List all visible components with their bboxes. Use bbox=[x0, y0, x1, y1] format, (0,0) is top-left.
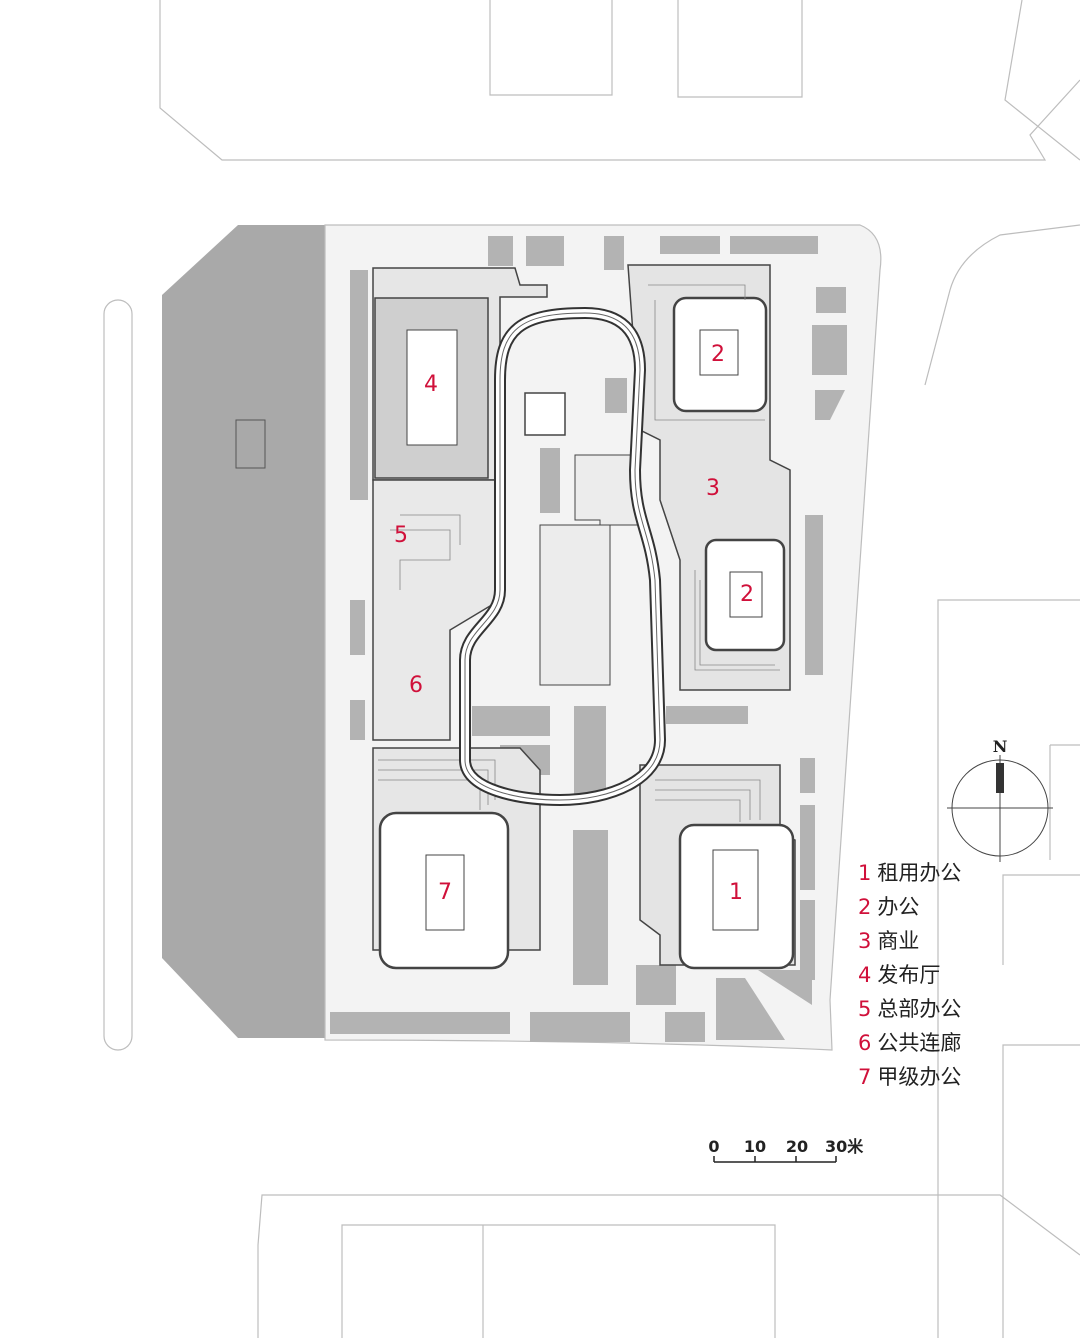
scale-bar: 0 10 20 30米 bbox=[708, 1137, 864, 1163]
stepped-terraces bbox=[378, 284, 780, 822]
legend-num: 4 bbox=[858, 963, 872, 987]
surrounding-streets bbox=[103, 0, 1080, 1338]
legend-num: 1 bbox=[858, 861, 872, 885]
legend-label: 发布厅 bbox=[877, 963, 941, 987]
scale-tick-10: 10 bbox=[744, 1137, 766, 1156]
legend-label: 租用办公 bbox=[877, 861, 962, 885]
north-letter: N bbox=[993, 737, 1008, 756]
building-label-6: 6 bbox=[409, 673, 423, 698]
legend-label: 商业 bbox=[877, 929, 920, 953]
building-label-7: 7 bbox=[438, 880, 452, 905]
scale-tick-30: 30米 bbox=[825, 1137, 864, 1156]
walkway-loop bbox=[459, 306, 667, 807]
legend-label: 办公 bbox=[877, 895, 920, 919]
building-label-5: 5 bbox=[394, 523, 408, 548]
building-label-2-south: 2 bbox=[740, 582, 754, 607]
legend-num: 2 bbox=[858, 895, 872, 919]
building-footprints bbox=[372, 264, 796, 970]
legend-num: 7 bbox=[858, 1065, 872, 1089]
building-label-1: 1 bbox=[729, 880, 743, 905]
legend-num: 5 bbox=[858, 997, 872, 1021]
legend-label: 公共连廊 bbox=[877, 1031, 962, 1055]
scale-tick-0: 0 bbox=[708, 1137, 719, 1156]
building-label-4: 4 bbox=[424, 372, 438, 397]
north-arrow: N bbox=[947, 737, 1053, 862]
west-plaza bbox=[162, 225, 325, 1038]
legend-num: 3 bbox=[858, 929, 872, 953]
building-label-3: 3 bbox=[706, 476, 720, 501]
legend-num: 6 bbox=[858, 1031, 872, 1055]
plaza-feature bbox=[235, 419, 266, 469]
building-labels: 4 2 3 2 5 6 7 1 bbox=[394, 342, 754, 905]
landscape-blocks bbox=[330, 236, 847, 1042]
scale-tick-20: 20 bbox=[786, 1137, 808, 1156]
legend-label: 甲级办公 bbox=[877, 1065, 962, 1089]
building-label-2-north: 2 bbox=[711, 342, 725, 367]
legend-label: 总部办公 bbox=[877, 997, 962, 1021]
